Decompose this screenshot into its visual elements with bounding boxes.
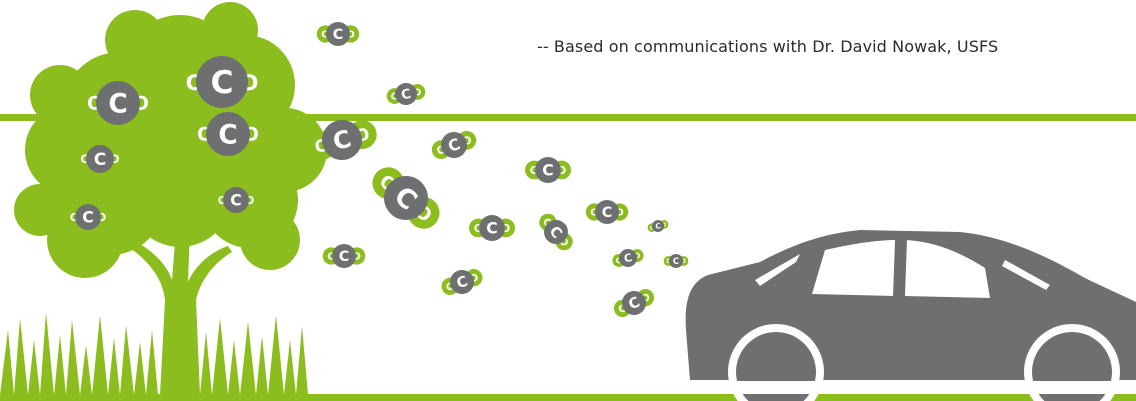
carbon-atom xyxy=(75,204,101,230)
carbon-atom xyxy=(544,220,568,244)
oxygen-label: O xyxy=(70,211,79,224)
carbon-label: C xyxy=(218,119,237,150)
carbon-atom xyxy=(223,187,249,213)
co2-molecule-icon: O OC xyxy=(70,204,106,230)
car-front-edge xyxy=(1002,260,1050,290)
carbon-label: C xyxy=(108,88,127,119)
carbon-atom xyxy=(96,81,140,125)
carbon-label: C xyxy=(623,251,634,266)
oxygen-label: O xyxy=(80,152,90,166)
carbon-atom xyxy=(196,56,248,108)
carbon-atom xyxy=(395,83,417,105)
oxygen-label: O xyxy=(218,194,227,207)
co2-molecule-icon: O OC xyxy=(585,200,629,224)
oxygen-label: O xyxy=(501,222,510,235)
carbon-label: C xyxy=(455,274,470,293)
oxygen-label: O xyxy=(666,259,671,265)
carbon-label: C xyxy=(333,27,344,43)
top-divider-line xyxy=(0,114,1136,121)
grass-icon xyxy=(0,312,308,395)
oxygen-label: O xyxy=(97,211,106,224)
carbon-atom xyxy=(669,254,683,268)
oxygen-label: O xyxy=(615,255,623,265)
oxygen-label: O xyxy=(661,222,667,229)
co2-molecule-icon: O OC xyxy=(316,22,360,46)
tree-icon xyxy=(14,2,327,395)
carbon-atom xyxy=(619,249,637,267)
oxygen-label: O xyxy=(649,225,655,232)
oxygen-label: O xyxy=(245,194,254,207)
carbon-label: C xyxy=(673,256,679,266)
carbon-atom xyxy=(326,22,350,46)
carbon-label: C xyxy=(542,161,553,179)
car-rear-quarter-window xyxy=(755,254,800,286)
source-credit-text: -- Based on communications with Dr. Davi… xyxy=(537,37,999,56)
oxygen-label: O xyxy=(530,164,539,177)
co2-molecule-icon: OOC xyxy=(431,130,477,160)
oxygen-label: O xyxy=(110,152,120,166)
carbon-label: C xyxy=(400,87,412,103)
co2-molecule-icon: O OC xyxy=(322,244,366,268)
carbon-atom xyxy=(535,157,561,183)
carbon-label: C xyxy=(602,205,613,221)
oxygen-label: O xyxy=(557,164,566,177)
oxygen-label: O xyxy=(474,222,483,235)
oxygen-label: O xyxy=(352,252,360,263)
carbon-label: C xyxy=(486,219,497,237)
carbon-atom xyxy=(595,200,619,224)
carbon-label: C xyxy=(654,221,661,231)
co2-molecule-icon: OOC xyxy=(372,167,440,229)
carbon-atom xyxy=(86,145,114,173)
oxygen-label: O xyxy=(681,259,686,265)
co2-molecule-icon: O OC xyxy=(386,83,426,105)
car-rear-window xyxy=(905,240,990,298)
car-front-window xyxy=(812,240,895,296)
carbon-atom xyxy=(652,220,664,232)
co2-molecule-icon: O OC xyxy=(80,145,120,173)
carbon-atom xyxy=(622,291,646,315)
co2-molecule-icon: O OC xyxy=(663,254,689,268)
co2-molecule-icon: OOC xyxy=(441,269,483,295)
co2-molecule-icon: OOC xyxy=(613,289,655,317)
car-icon xyxy=(680,230,1136,401)
carbon-label: C xyxy=(94,149,106,169)
carbon-label: C xyxy=(339,249,350,265)
co2-molecule-icon: O OC xyxy=(218,187,254,213)
oxygen-label: O xyxy=(445,281,457,294)
oxygen-label: O xyxy=(327,252,335,263)
co2-molecule-icon: O OC xyxy=(524,157,572,183)
oxygen-label: O xyxy=(615,208,623,219)
oxygen-label: O xyxy=(468,272,480,285)
carbon-atom xyxy=(450,270,474,294)
oxygen-label: O xyxy=(390,92,400,103)
oxygen-label: O xyxy=(633,251,641,261)
carbon-atom xyxy=(332,244,356,268)
co2-molecule-icon: O OC xyxy=(468,215,516,241)
carbon-atom xyxy=(384,176,428,220)
carbon-atom xyxy=(322,120,362,160)
carbon-atom xyxy=(441,132,467,158)
carbon-label: C xyxy=(211,65,234,101)
oxygen-label: O xyxy=(346,30,354,41)
carbon-atom xyxy=(206,112,250,156)
oxygen-label: O xyxy=(321,30,329,41)
co2-molecule-icon: OOC xyxy=(539,213,573,251)
carbon-atom xyxy=(479,215,505,241)
carbon-label: C xyxy=(230,191,241,209)
oxygen-label: O xyxy=(590,208,598,219)
oxygen-label: O xyxy=(413,88,423,99)
bottom-divider-line xyxy=(0,394,1136,401)
carbon-label: C xyxy=(82,208,93,226)
